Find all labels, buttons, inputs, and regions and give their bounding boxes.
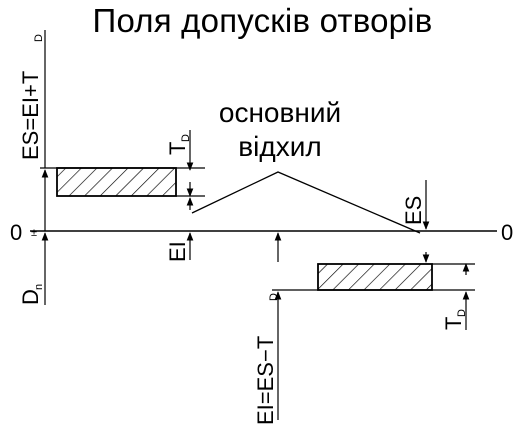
- svg-text:EI=ES−T: EI=ES−T: [253, 336, 278, 425]
- zero-label-right: 0: [501, 220, 513, 245]
- label-es-lower: ES: [401, 196, 426, 225]
- diagram-title: Поля допусків отворів: [92, 2, 433, 39]
- label-ei-upper: EI: [165, 241, 190, 262]
- label-es-formula: ES=EI+T D: [18, 34, 45, 160]
- label-td-upper: T D: [165, 134, 192, 155]
- label-ei-formula: EI=ES−T D: [253, 293, 280, 425]
- plus-minus-label: ±: [31, 227, 37, 239]
- annotation-line-2: відхил: [238, 131, 322, 162]
- annotation-pointer: [191, 171, 421, 234]
- svg-text:D: D: [18, 289, 43, 305]
- svg-text:n: n: [33, 284, 45, 290]
- annotation-basic-deviation: основний відхил: [200, 96, 360, 164]
- zero-label-left: 0: [10, 220, 22, 245]
- svg-text:D: D: [456, 309, 468, 317]
- annotation-line-1: основний: [218, 97, 342, 128]
- label-td-lower: T D: [441, 309, 468, 330]
- svg-text:T: T: [441, 317, 466, 330]
- svg-text:D: D: [268, 293, 280, 301]
- tolerance-zone-lower: [317, 263, 433, 291]
- label-dn: D n: [18, 284, 45, 305]
- tolerance-zone-upper: [56, 167, 177, 197]
- svg-text:ES: ES: [401, 196, 426, 225]
- svg-text:EI: EI: [165, 241, 190, 262]
- svg-text:ES=EI+T: ES=EI+T: [18, 71, 43, 160]
- svg-text:D: D: [33, 34, 45, 42]
- svg-text:D: D: [180, 134, 192, 142]
- svg-text:T: T: [165, 142, 190, 155]
